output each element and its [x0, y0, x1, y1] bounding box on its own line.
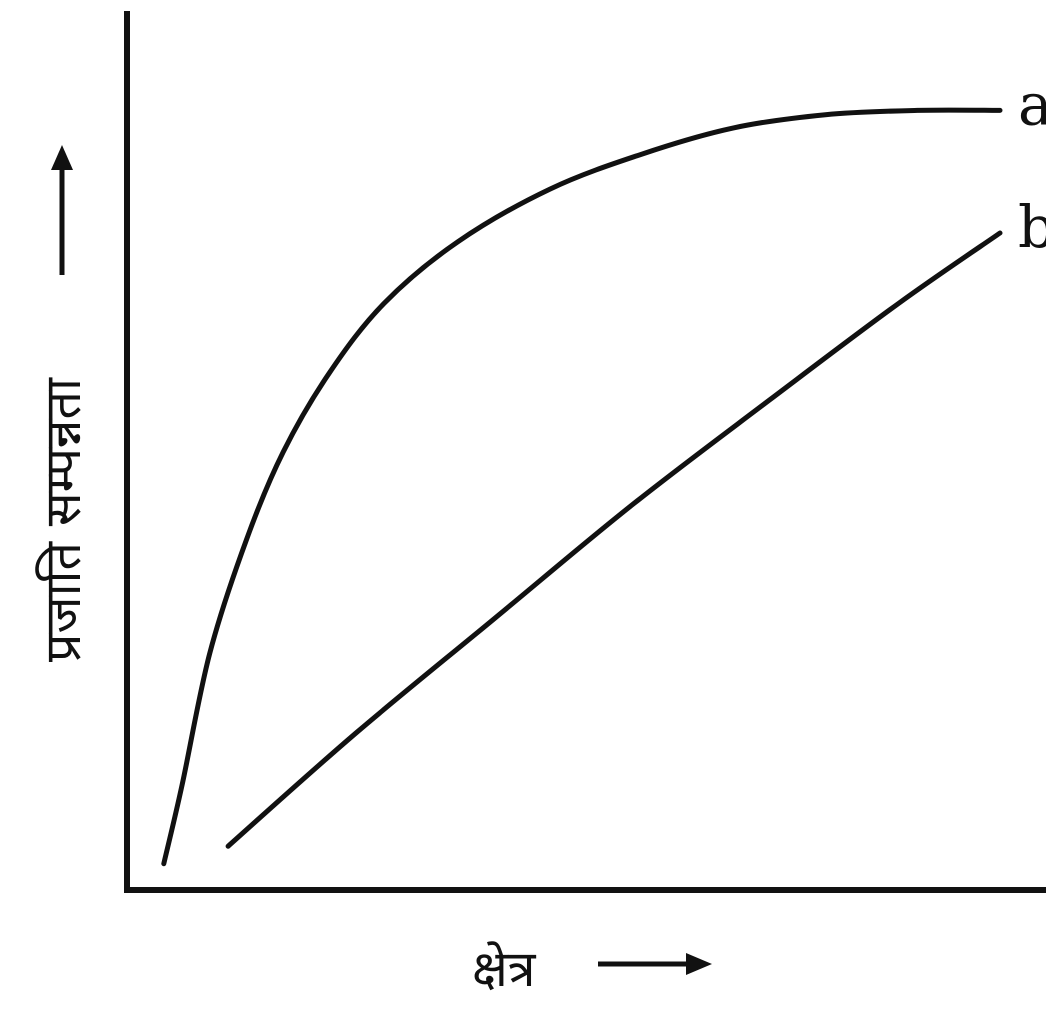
y-axis-arrow-icon — [51, 145, 73, 170]
series-a-label: a — [1018, 70, 1046, 138]
y-axis-title-group: प्रजाति सम्पन्नता — [34, 145, 92, 662]
x-axis-label: क्षेत्र — [472, 940, 537, 998]
series-b-label: b — [1018, 193, 1046, 261]
x-axis-title-group: क्षेत्र — [472, 940, 712, 998]
series-a-curve — [161, 107, 1003, 867]
x-axis-arrow-icon — [686, 953, 712, 975]
y-axis-label: प्रजाति सम्पन्नता — [34, 377, 92, 662]
series-b-curve — [225, 230, 1003, 849]
